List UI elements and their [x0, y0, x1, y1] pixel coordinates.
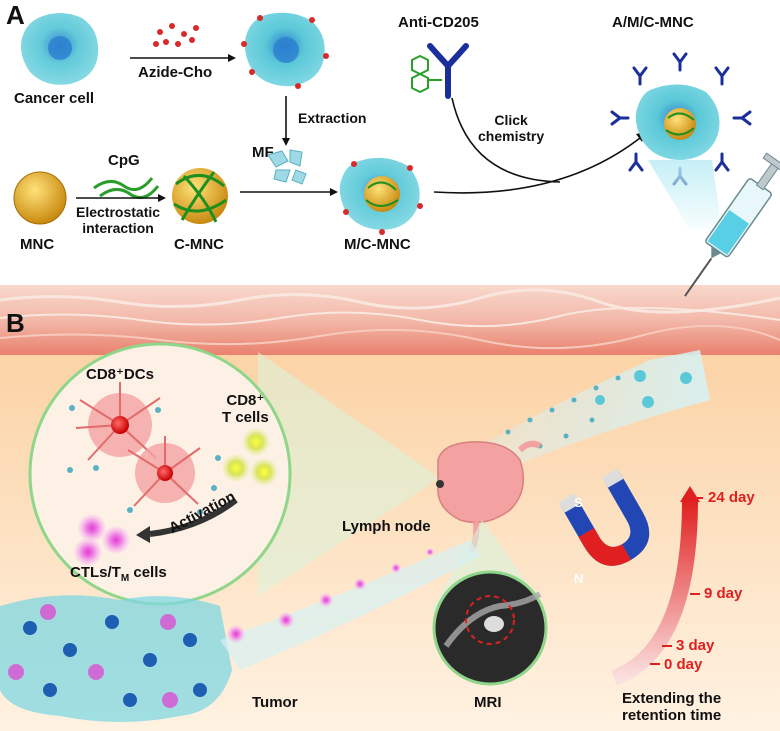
zoom-cone-lymph [258, 352, 440, 596]
dbco-linker-icon [411, 54, 442, 94]
label-mri: MRI [474, 694, 502, 711]
c-mnc-sphere [172, 168, 228, 224]
panel-a-letter: A [6, 0, 25, 30]
arrow-to-m-c-mnc [240, 188, 338, 196]
membrane-fragments [267, 149, 307, 185]
label-click-chemistry: Click chemistry [478, 112, 544, 144]
label-ctls: CTLs/TM cells [70, 564, 167, 585]
magnet-icon [558, 468, 650, 566]
ctl-trail-cells [227, 548, 434, 643]
m-c-mnc-particle [339, 157, 423, 235]
label-cd8-dcs: CD8⁺DCs [86, 366, 154, 383]
dendritic-cell-2 [127, 436, 201, 507]
mri-image [432, 570, 548, 686]
label-cpg: CpG [108, 152, 140, 169]
label-a-m-c-mnc: A/M/C-MNC [612, 14, 694, 31]
ctl-trail [220, 540, 480, 670]
retention-day-3: 3 day [676, 637, 715, 654]
magnet-n-label: N [574, 571, 584, 586]
label-anti-cd205: Anti-CD205 [398, 14, 479, 31]
label-lymph-node: Lymph node [342, 518, 431, 535]
label-tumor: Tumor [252, 694, 298, 711]
cd8-t-cells [222, 428, 278, 486]
arrow-azide [130, 54, 236, 62]
label-mf: MF [252, 144, 274, 161]
label-cancer-cell: Cancer cell [14, 90, 95, 107]
mnc-sphere [13, 171, 67, 225]
label-click: Click [494, 112, 528, 128]
magnet-s-label: S [574, 495, 583, 510]
ctl-cells [74, 514, 130, 566]
label-electrostatic: Electrostatic interaction [76, 204, 160, 236]
label-ctls-main: CTLs/T [70, 564, 121, 581]
label-extending-retention: Extending the retention time [622, 690, 721, 725]
retention-day-0: 0 day [664, 656, 703, 673]
retention-arrow [610, 486, 703, 686]
retention-day-9: 9 day [704, 585, 743, 602]
a-m-c-mnc-particle [610, 52, 752, 186]
syringe-icon [684, 152, 780, 297]
label-cd8-t-1: CD8⁺ [226, 392, 265, 409]
label-m-c-mnc: M/C-MNC [344, 236, 411, 253]
panel-b-letter: B [6, 308, 25, 338]
label-c-mnc: C-MNC [174, 236, 224, 253]
label-extraction: Extraction [298, 110, 367, 126]
label-cd8-t-2: T cells [222, 409, 269, 427]
label-azide-cho: Azide-Cho [138, 64, 213, 81]
tumor-cluster [0, 595, 232, 722]
label-extending-1: Extending the [622, 690, 722, 707]
injection-beam [648, 160, 722, 230]
label-extending-2: retention time [622, 707, 722, 725]
arrow-electrostatic [76, 194, 166, 202]
cpg-strands [93, 177, 160, 200]
label-ctls-sub: M [120, 573, 130, 584]
antibody-icon [427, 43, 469, 99]
azide-cho-dots [153, 23, 199, 47]
cancer-cell [21, 13, 99, 85]
label-electrostatic-2: interaction [82, 220, 154, 237]
retention-day-24: 24 day [708, 489, 755, 506]
skin-layer [0, 285, 780, 355]
label-ctls-tail: cells [129, 564, 167, 581]
label-cd8-t-cells: CD8⁺ T cells [222, 392, 269, 427]
arrow-extraction [282, 96, 290, 146]
activation-arrow [136, 497, 238, 543]
labeled-cancer-cell [241, 12, 329, 89]
label-mnc: MNC [20, 236, 55, 253]
label-electrostatic-1: Electrostatic [76, 204, 161, 220]
nanoparticles-dc [67, 405, 221, 515]
label-chemistry: chemistry [478, 128, 545, 145]
dendritic-cell-1 [75, 382, 161, 461]
